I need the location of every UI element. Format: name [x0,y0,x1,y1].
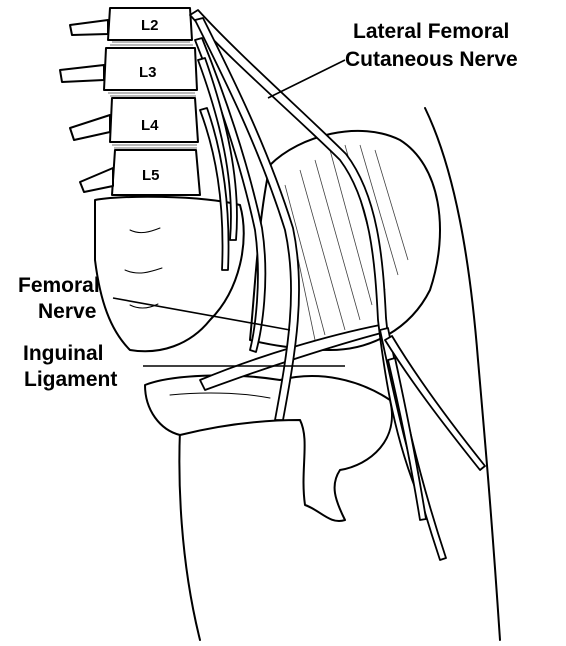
label-femoral-line2: Nerve [38,300,96,323]
label-femoral-line1: Femoral [18,274,100,297]
leader-lateral-femoral [268,60,345,98]
lumbar-spine [60,8,200,195]
label-lateral-femoral-line1: Lateral Femoral [353,20,509,43]
pubis-femur [145,375,392,521]
vertebra-label-l2: L2 [141,17,159,34]
vertebra-label-l5: L5 [142,167,160,184]
label-lateral-femoral-line2: Cutaneous Nerve [345,48,518,71]
label-inguinal-line1: Inguinal [23,342,104,365]
vertebra-label-l4: L4 [141,117,159,134]
vertebra-label-l3: L3 [139,64,157,81]
label-inguinal-line2: Ligament [24,368,117,391]
